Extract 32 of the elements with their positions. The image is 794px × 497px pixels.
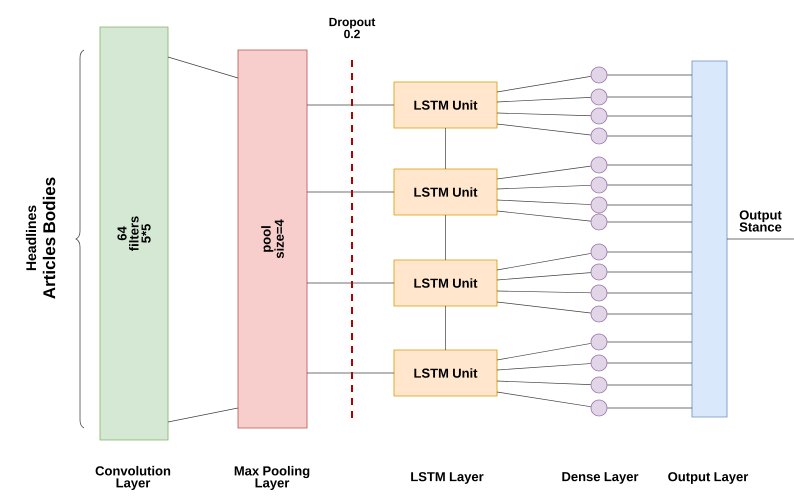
layer-label: Max Pooling Layer xyxy=(234,466,310,490)
dropout-label: Dropout 0.2 xyxy=(329,18,376,38)
input-label: Headlines xyxy=(26,206,36,270)
layer-label: Output Layer xyxy=(668,472,748,484)
lstm-unit-box: LSTM Unit xyxy=(394,82,498,128)
dense-neuron-circle xyxy=(590,196,608,214)
lstm-unit-box: LSTM Unit xyxy=(394,260,498,306)
dense-neuron-circle xyxy=(590,156,608,174)
dense-neuron-circle xyxy=(590,128,608,144)
dense-neuron-circle xyxy=(590,334,608,350)
dense-neuron-circle xyxy=(590,306,608,322)
dense-neuron-circle xyxy=(590,244,608,260)
dense-neuron-circle xyxy=(590,66,608,84)
dense-neuron-circle xyxy=(590,284,608,302)
dense-neuron-circle xyxy=(590,400,608,416)
output-layer-box xyxy=(692,60,728,418)
dense-neuron-circle xyxy=(590,376,608,394)
lstm-unit-box: LSTM Unit xyxy=(394,168,498,216)
edge-label: Output Stance xyxy=(740,210,782,232)
layer-label: Convolution Layer xyxy=(96,466,170,490)
dense-neuron-circle xyxy=(590,264,608,280)
dense-neuron-circle xyxy=(590,214,608,230)
lstm-unit-box: LSTM Unit xyxy=(394,350,498,396)
input-label: Articles Bodies xyxy=(42,178,56,299)
pooling-layer-box: pool size=4 xyxy=(238,50,308,428)
dense-neuron-circle xyxy=(590,176,608,194)
dense-neuron-circle xyxy=(590,354,608,372)
dense-neuron-circle xyxy=(590,88,608,106)
layer-label: LSTM Layer xyxy=(411,472,484,484)
layer-label: Dense Layer xyxy=(562,472,638,484)
convolution-layer-box: 64 filters 5*5 xyxy=(100,26,168,440)
dense-neuron-circle xyxy=(590,108,608,124)
